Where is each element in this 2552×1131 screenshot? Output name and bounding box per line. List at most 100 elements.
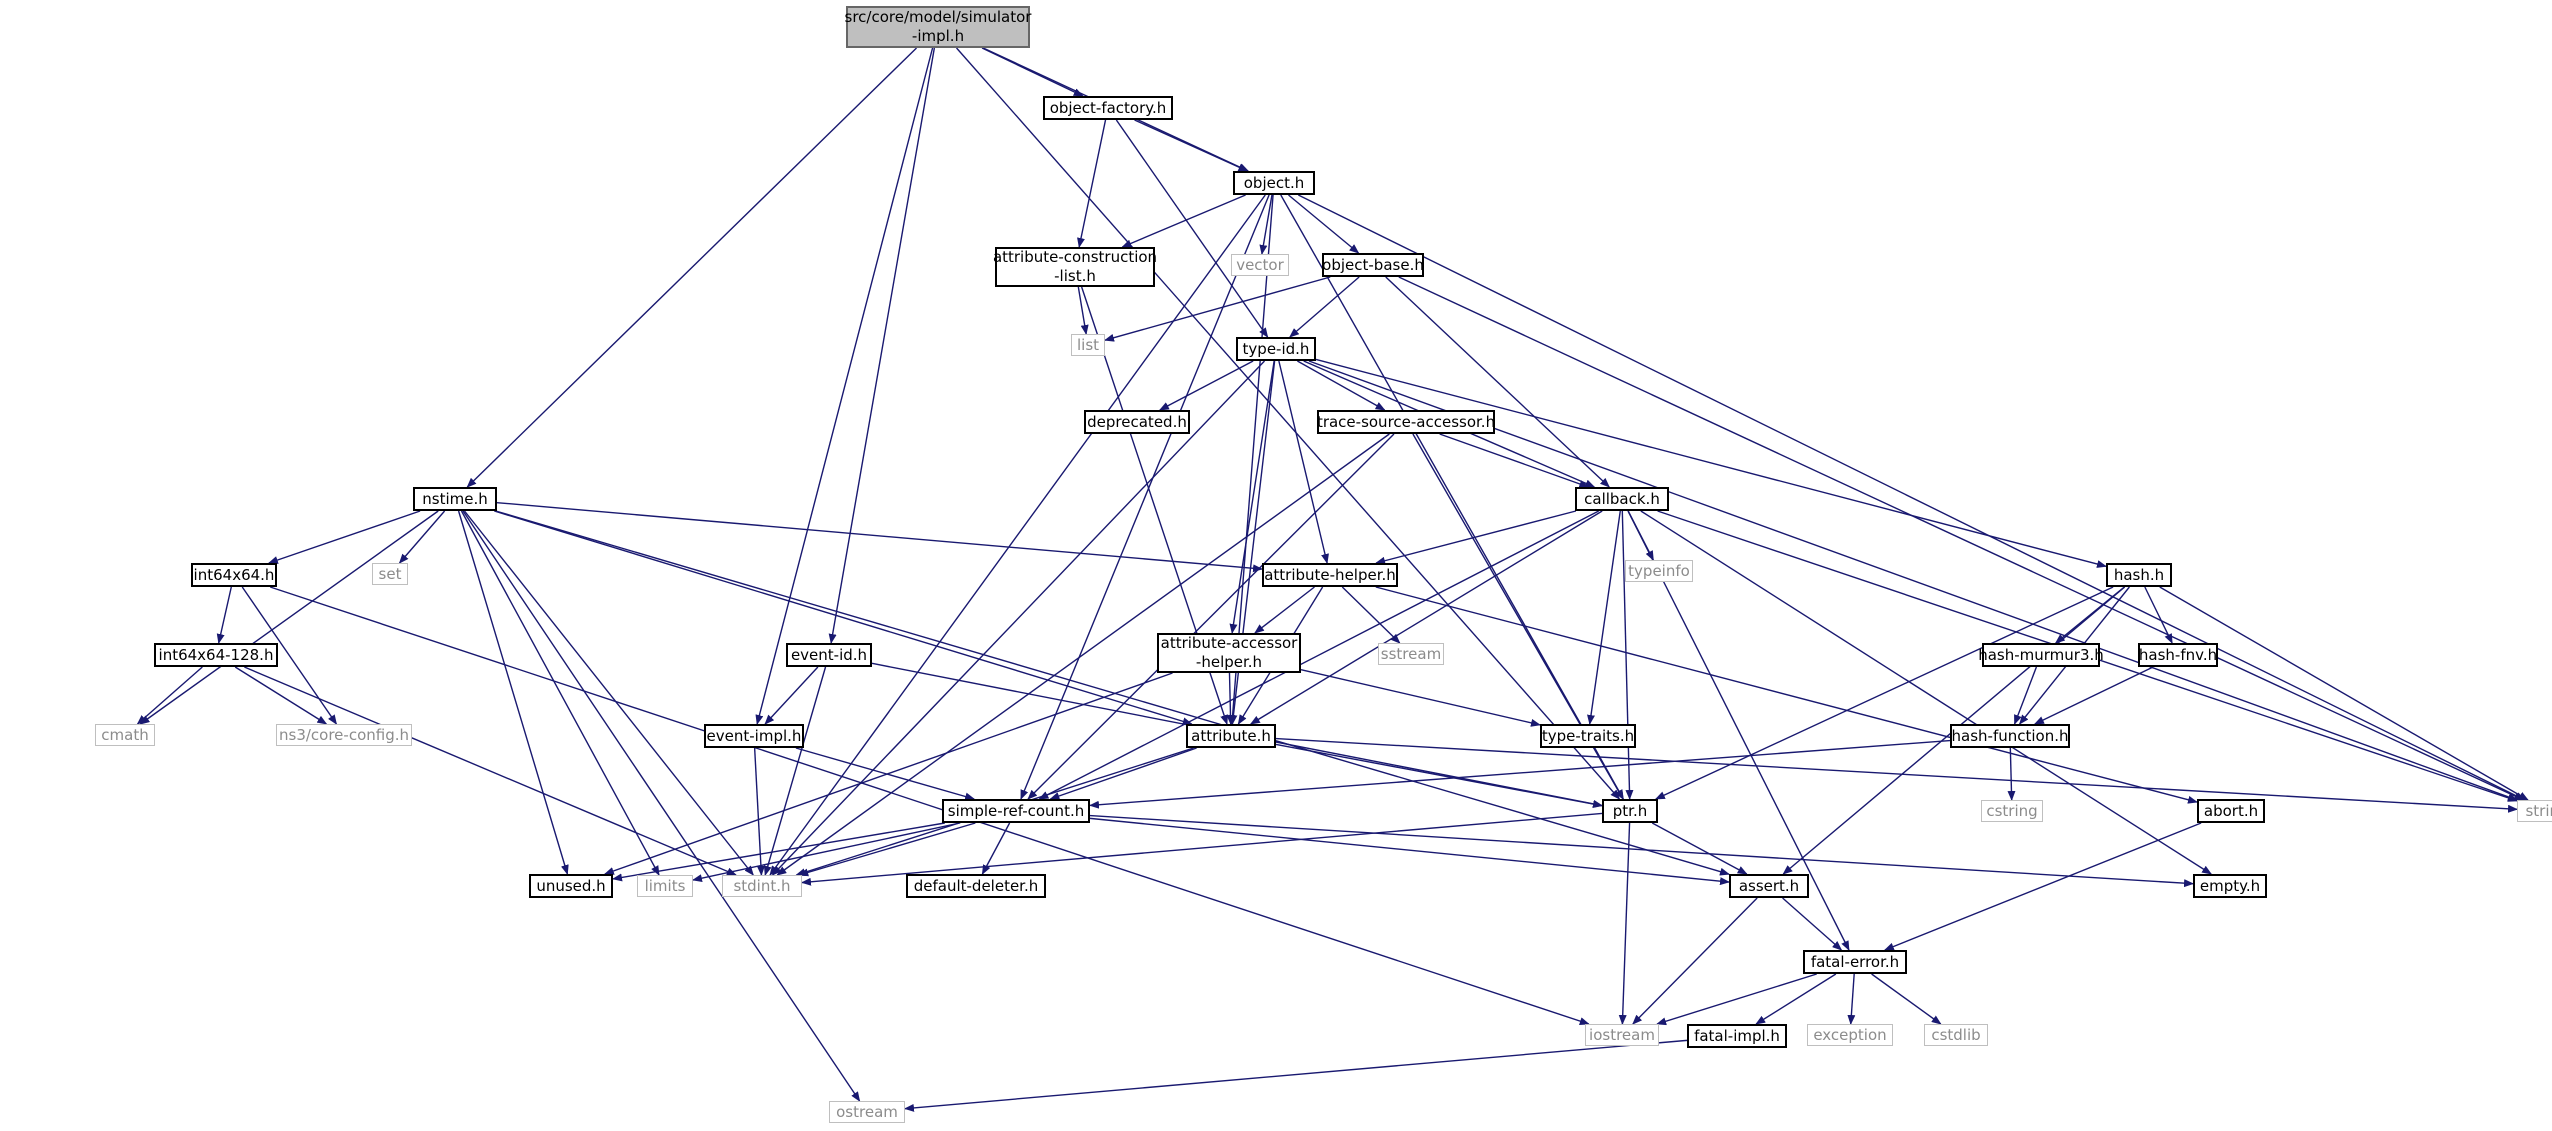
edge-int64x64-128-to-stdint <box>244 666 737 876</box>
edge-object-base-to-callback <box>1385 276 1610 488</box>
edge-event-id-to-event-impl <box>764 666 819 725</box>
edge-object-to-vector <box>1259 194 1273 255</box>
edge-int64x64-128-to-cmath <box>136 666 203 725</box>
edge-simple-ref-count-to-default-deleter <box>981 822 1011 875</box>
edge-int64x64-to-iostream <box>269 586 1590 1025</box>
edge-hash-function-to-cstring <box>2007 747 2016 801</box>
edge-event-impl-to-stdint <box>753 747 765 876</box>
node-cstdlib[interactable]: cstdlib <box>1924 1024 1988 1046</box>
node-hash-murmur3[interactable]: hash-murmur3.h <box>1978 643 2104 667</box>
node-ptr[interactable]: ptr.h <box>1602 799 1658 823</box>
node-list[interactable]: list <box>1071 334 1105 356</box>
node-int64x64[interactable]: int64x64.h <box>191 563 277 587</box>
node-stdint[interactable]: stdint.h <box>722 875 802 897</box>
edge-root-to-event-id <box>828 47 936 644</box>
node-fatal-impl[interactable]: fatal-impl.h <box>1687 1024 1787 1048</box>
edge-attribute-to-ptr <box>1275 743 1603 809</box>
node-fatal-error[interactable]: fatal-error.h <box>1803 950 1907 974</box>
edge-attr-helper-to-sstream <box>1341 586 1401 644</box>
edge-attribute-to-string <box>1275 737 2518 813</box>
node-ns3-config[interactable]: ns3/core-config.h <box>276 724 412 746</box>
edge-callback-to-attribute <box>1249 510 1603 725</box>
edge-object-to-string <box>1298 194 2526 801</box>
node-attribute[interactable]: attribute.h <box>1186 724 1276 748</box>
edge-callback-to-type-traits <box>1587 510 1621 725</box>
edge-object-base-to-list <box>1104 276 1331 342</box>
edge-type-id-to-attr-helper <box>1278 360 1329 564</box>
node-object[interactable]: object.h <box>1233 171 1315 195</box>
edge-hash-to-string <box>2159 586 2529 801</box>
edge-nstime-to-ostream <box>462 510 861 1102</box>
node-cmath[interactable]: cmath <box>95 724 155 746</box>
node-int64x64-128[interactable]: int64x64-128.h <box>154 643 278 667</box>
edge-attr-accessor-to-attribute <box>1226 672 1235 725</box>
node-empty[interactable]: empty.h <box>2193 874 2267 898</box>
edge-nstime-to-attr-helper <box>496 501 1263 573</box>
edge-object-factory-to-type-id <box>1115 119 1269 338</box>
node-object-factory[interactable]: object-factory.h <box>1043 96 1173 120</box>
edge-attribute-to-simple-ref-count <box>1049 747 1197 800</box>
node-nstime[interactable]: nstime.h <box>413 487 497 511</box>
node-assert[interactable]: assert.h <box>1729 874 1809 898</box>
node-deprecated[interactable]: deprecated.h <box>1084 410 1190 434</box>
edge-type-id-to-string <box>1308 360 2518 801</box>
edge-callback-to-fatal-error <box>1627 510 1850 951</box>
edge-type-id-to-attr-accessor <box>1229 360 1275 634</box>
edge-nstime-to-attribute <box>494 510 1193 726</box>
node-type-traits[interactable]: type-traits.h <box>1540 724 1636 748</box>
edge-callback-to-empty <box>1640 510 2212 875</box>
edge-trace-source-to-simple-ref-count <box>1027 433 1395 800</box>
node-attr-construction[interactable]: attribute-construction -list.h <box>992 247 1158 287</box>
edge-type-id-to-deprecated <box>1158 360 1254 411</box>
node-hash-fnv[interactable]: hash-fnv.h <box>2138 643 2218 667</box>
edge-ptr-to-iostream <box>1618 822 1631 1025</box>
edge-fatal-impl-to-ostream <box>904 1039 1688 1112</box>
edge-int64x64-128-to-ns3-config <box>234 666 328 725</box>
edge-simple-ref-count-to-unused <box>612 822 945 882</box>
edge-callback-to-simple-ref-count <box>1038 510 1600 800</box>
node-trace-source[interactable]: trace-source-accessor.h <box>1317 410 1495 434</box>
node-abort[interactable]: abort.h <box>2197 799 2265 823</box>
node-iostream[interactable]: iostream <box>1585 1024 1659 1046</box>
node-default-deleter[interactable]: default-deleter.h <box>906 874 1046 898</box>
node-hash[interactable]: hash.h <box>2106 563 2172 587</box>
edge-simple-ref-count-to-stdint <box>798 822 976 877</box>
node-root[interactable]: src/core/model/simulator -impl.h <box>845 6 1031 48</box>
node-ostream[interactable]: ostream <box>829 1101 905 1123</box>
node-set[interactable]: set <box>372 563 408 585</box>
node-sstream[interactable]: sstream <box>1378 643 1444 665</box>
edge-trace-source-to-callback <box>1439 433 1590 488</box>
edge-nstime-to-limits <box>460 510 660 876</box>
node-type-id[interactable]: type-id.h <box>1236 337 1316 361</box>
node-exception[interactable]: exception <box>1807 1024 1893 1046</box>
node-simple-ref-count[interactable]: simple-ref-count.h <box>942 799 1090 823</box>
node-limits[interactable]: limits <box>637 875 693 897</box>
edge-nstime-to-set <box>398 510 446 564</box>
node-hash-function[interactable]: hash-function.h <box>1950 724 2070 748</box>
edge-nstime-to-cmath <box>139 510 439 725</box>
edge-int64x64-to-ns3-config <box>241 586 338 725</box>
node-unused[interactable]: unused.h <box>529 874 613 898</box>
edge-object-factory-to-attr-construction <box>1077 119 1107 248</box>
node-attr-accessor[interactable]: attribute-accessor -helper.h <box>1157 633 1301 673</box>
node-object-base[interactable]: object-base.h <box>1322 253 1424 277</box>
node-attr-helper[interactable]: attribute-helper.h <box>1262 563 1398 587</box>
node-cstring[interactable]: cstring <box>1981 800 2043 822</box>
node-typeinfo[interactable]: typeinfo <box>1625 560 1693 582</box>
edge-hash-to-hash-fnv <box>2144 586 2173 644</box>
node-vector[interactable]: vector <box>1231 254 1289 276</box>
edge-nstime-to-int64x64 <box>267 510 421 564</box>
node-event-id[interactable]: event-id.h <box>786 643 872 667</box>
edge-object-base-to-type-id <box>1289 276 1360 338</box>
edge-fatal-error-to-fatal-impl <box>1755 973 1837 1025</box>
node-event-impl[interactable]: event-impl.h <box>704 724 804 748</box>
node-callback[interactable]: callback.h <box>1575 487 1669 511</box>
edge-simple-ref-count-to-empty <box>1089 814 2194 888</box>
edge-event-id-to-stdint <box>763 666 827 876</box>
node-string[interactable]: string <box>2517 800 2552 822</box>
edge-attr-helper-to-abort <box>1375 586 2198 804</box>
edge-hash-fnv-to-hash-function <box>2033 666 2154 725</box>
edge-object-to-object-base <box>1288 194 1360 254</box>
edge-object-base-to-string <box>1398 276 2525 801</box>
